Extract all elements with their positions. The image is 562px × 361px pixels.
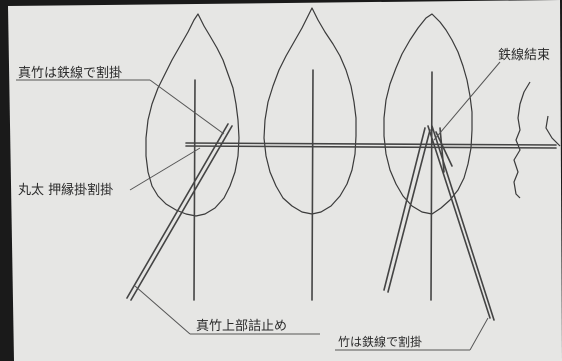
- stake-2: [311, 69, 314, 301]
- diagonal-brace-1-edge: [130, 125, 233, 301]
- label-bottom-right: 竹は鉄線で割掛: [338, 334, 422, 349]
- diagonal-brace-3a-edge: [387, 129, 431, 293]
- wire-tie-3: [435, 131, 453, 167]
- tree-4-partial-outline-2: [545, 115, 561, 147]
- wire-tie-3b: [439, 127, 445, 173]
- diagonal-brace-3a: [383, 127, 426, 291]
- horizontal-rail: [185, 142, 557, 146]
- label-top-right: 鉄線結束: [498, 47, 550, 63]
- leader-middle-left: [129, 147, 201, 191]
- stake-3: [430, 71, 433, 301]
- tree-1-canopy: [145, 13, 240, 217]
- label-top-left: 真竹は鉄線で割掛: [18, 65, 122, 81]
- diagonal-brace-1: [126, 123, 229, 299]
- leader-top-left: [149, 79, 225, 135]
- paper-sheet: [8, 0, 562, 361]
- label-bottom-center: 真竹上部詰止め: [196, 318, 287, 334]
- label-middle-left: 丸太 押縁掛割掛: [18, 182, 113, 198]
- leader-top-right: [433, 61, 501, 141]
- diagonal-brace-3b: [427, 125, 491, 319]
- horizontal-rail-lower-edge: [185, 145, 557, 149]
- leader-bottom-right: [469, 317, 489, 351]
- leader-bottom-center: [134, 285, 191, 335]
